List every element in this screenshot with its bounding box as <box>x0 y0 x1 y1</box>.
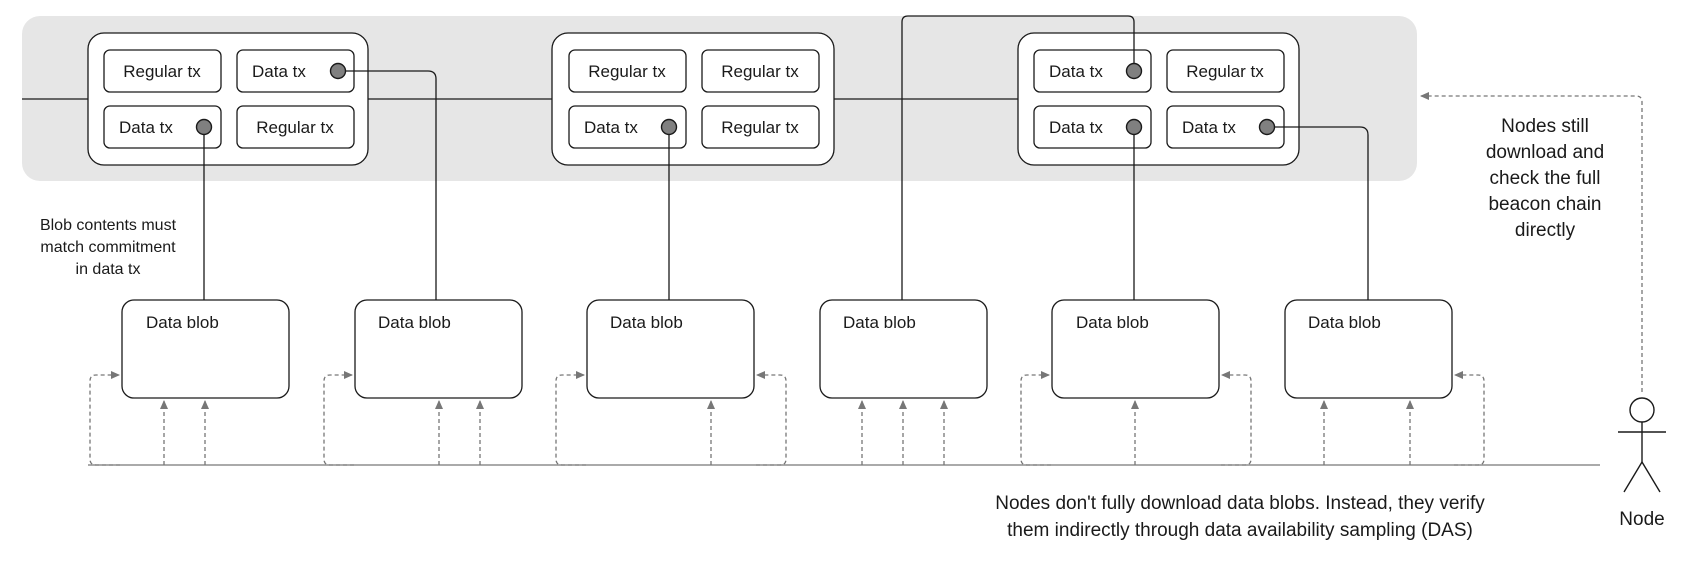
beacon-block: Regular tx Data tx Data tx Regular tx <box>87 32 369 166</box>
commitment-link <box>1267 126 1369 300</box>
commitment-ports <box>195 62 1276 136</box>
tx-box: Regular tx <box>701 105 820 149</box>
tx-label: Regular tx <box>721 62 799 81</box>
tx-label: Data tx <box>252 62 306 81</box>
data-blob: Data blob <box>121 299 290 399</box>
commitment-port-icon <box>1258 118 1276 136</box>
commitment-link <box>338 70 437 300</box>
data-blob: Data blob <box>354 299 523 399</box>
das-sampling-arrows <box>89 371 1485 466</box>
beacon-block: Data tx Regular tx Data tx Data tx <box>1017 32 1300 166</box>
commitment-port-icon <box>329 62 347 80</box>
commitment-port-icon <box>660 118 678 136</box>
data-blob: Data blob <box>586 299 755 399</box>
commitment-link <box>901 15 1135 300</box>
data-blobs: Data blob Data blob Data blob Data blob … <box>121 299 1453 399</box>
note-line: directly <box>1515 220 1576 241</box>
commitment-links <box>203 15 1369 300</box>
tx-label: Data tx <box>1049 62 1103 81</box>
das-note: Nodes don't fully download data blobs. I… <box>995 493 1485 541</box>
note-line: Nodes still <box>1501 116 1589 137</box>
tx-label: Data tx <box>584 118 638 137</box>
tx-box: Regular tx <box>568 49 687 93</box>
tx-box: Regular tx <box>236 105 355 149</box>
note-line: match commitment <box>40 239 176 256</box>
note-line: Nodes don't fully download data blobs. I… <box>995 493 1485 514</box>
beacon-note: Nodes still download and check the full … <box>1486 116 1604 241</box>
blob-label: Data blob <box>378 313 451 332</box>
tx-box: Data tx <box>1166 105 1285 149</box>
tx-label: Regular tx <box>256 118 334 137</box>
tx-label: Regular tx <box>588 62 666 81</box>
blob-label: Data blob <box>1308 313 1381 332</box>
note-line: check the full <box>1490 168 1601 189</box>
tx-box: Regular tx <box>103 49 222 93</box>
tx-box: Data tx <box>1033 105 1152 149</box>
beacon-block: Regular tx Regular tx Data tx Regular tx <box>551 32 835 166</box>
tx-label: Regular tx <box>1186 62 1264 81</box>
note-line: them indirectly through data availabilit… <box>1007 520 1473 541</box>
commitment-note: Blob contents must match commitment in d… <box>40 217 177 278</box>
data-blob: Data blob <box>1284 299 1453 399</box>
blob-label: Data blob <box>146 313 219 332</box>
tx-label: Data tx <box>119 118 173 137</box>
commitment-port-icon <box>195 118 213 136</box>
note-line: beacon chain <box>1488 194 1601 215</box>
data-blob: Data blob <box>1051 299 1220 399</box>
tx-label: Data tx <box>1182 118 1236 137</box>
blob-label: Data blob <box>1076 313 1149 332</box>
tx-box: Data tx <box>236 49 355 93</box>
tx-label: Regular tx <box>721 118 799 137</box>
blob-label: Data blob <box>843 313 916 332</box>
tx-box: Data tx <box>1033 49 1152 93</box>
tx-label: Data tx <box>1049 118 1103 137</box>
tx-box: Regular tx <box>1166 49 1285 93</box>
tx-box: Data tx <box>103 105 222 149</box>
note-line: download and <box>1486 142 1604 163</box>
note-line: in data tx <box>76 261 141 278</box>
note-line: Blob contents must <box>40 217 177 234</box>
blob-label: Data blob <box>610 313 683 332</box>
stick-figure-icon <box>1618 397 1666 493</box>
commitment-port-icon <box>1125 118 1143 136</box>
commitment-port-icon <box>1125 62 1143 80</box>
beacon-download-arrow <box>1420 92 1643 392</box>
data-blob: Data blob <box>819 299 988 399</box>
node-label: Node <box>1619 509 1664 530</box>
tx-box: Data tx <box>568 105 687 149</box>
tx-label: Regular tx <box>123 62 201 81</box>
tx-box: Regular tx <box>701 49 820 93</box>
